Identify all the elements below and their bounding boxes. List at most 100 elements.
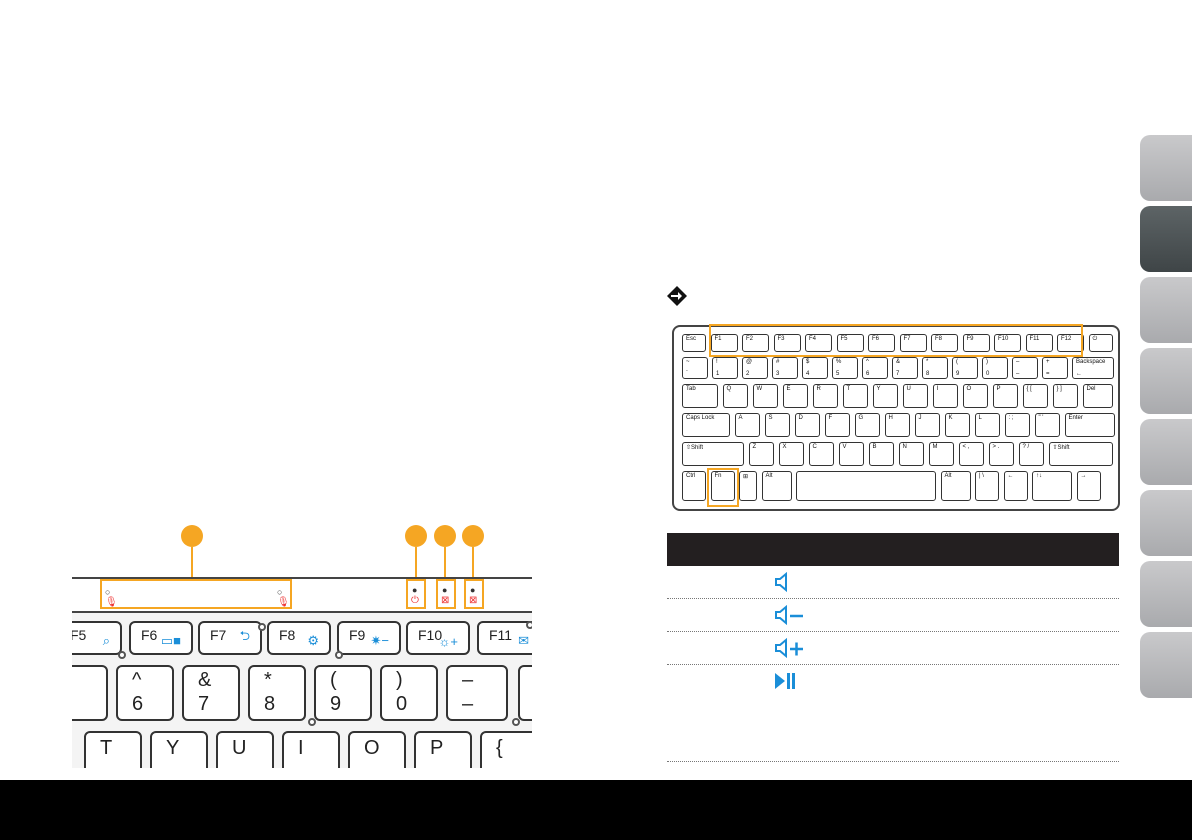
- kb-key-f6: F6: [868, 334, 895, 352]
- kb-key-bottom: ↑↓: [1032, 471, 1072, 501]
- callout-line-4: [472, 547, 474, 579]
- kb-key-f2: F2: [742, 334, 769, 352]
- caps-lock-icon: ⊠: [441, 595, 450, 606]
- kb-key-num: (9: [952, 357, 978, 379]
- side-tab-3[interactable]: [1140, 277, 1192, 343]
- kb-key-letter: L: [974, 413, 1000, 437]
- side-tab-8[interactable]: [1140, 632, 1192, 698]
- side-tab-4[interactable]: [1140, 348, 1192, 414]
- kb-key-f1: F1: [710, 334, 738, 352]
- kb-key-letter: { [: [1022, 384, 1048, 408]
- callout-marker-3: [434, 525, 456, 547]
- closeup-key-f7: F7⮌: [198, 621, 262, 655]
- kb-key-bottom: Fn: [710, 471, 735, 501]
- power-icon: ⏻: [411, 595, 419, 606]
- kb-key-letter: D: [794, 413, 820, 437]
- kb-key-letter: J: [914, 413, 940, 437]
- closeup-key-f5: F5⌕: [72, 621, 122, 655]
- side-tab-7[interactable]: [1140, 561, 1192, 627]
- kb-key-letter: A: [734, 413, 760, 437]
- kb-key-bottom: Alt: [761, 471, 792, 501]
- side-tab-5[interactable]: [1140, 419, 1192, 485]
- kb-key-letter: K: [944, 413, 970, 437]
- brightness-up-icon: ☼+: [438, 634, 458, 649]
- kb-key-letter: S: [764, 413, 790, 437]
- closeup-key-0: )0: [380, 665, 438, 721]
- kb-key-bottom: ←: [1003, 471, 1028, 501]
- closeup-key-9: (9: [314, 665, 372, 721]
- kb-key-letter: T: [842, 384, 868, 408]
- settings-icon: ⚙: [307, 633, 319, 648]
- closeup-key-f10: F10☼+: [406, 621, 470, 655]
- side-tab-2[interactable]: [1140, 206, 1192, 272]
- battery-led: ●: [470, 585, 476, 595]
- side-tab-nav: [1140, 135, 1192, 703]
- closeup-key-minus: ––: [446, 665, 508, 721]
- kb-key-num: )0: [982, 357, 1008, 379]
- closeup-key-t: T: [84, 731, 142, 768]
- kb-key-letter: Del: [1082, 384, 1113, 408]
- windows-switch-icon: ▭■: [160, 633, 181, 648]
- kb-key-num: ~`: [682, 357, 708, 379]
- kb-key-letter: < ,: [958, 442, 984, 466]
- kb-key-letter: E: [782, 384, 808, 408]
- kb-key-f12: F12: [1057, 334, 1084, 352]
- closeup-key-edge: [72, 665, 108, 721]
- volume-down-icon: [775, 605, 803, 625]
- mic-led-left: ○: [105, 587, 111, 597]
- kb-key-letter: " ': [1034, 413, 1060, 437]
- kb-key-letter: O: [962, 384, 988, 408]
- kb-key-num: @2: [742, 357, 768, 379]
- kb-key-esc: Esc: [682, 334, 706, 352]
- microphone-icon: 🎙: [277, 597, 290, 608]
- closeup-key-p: P: [414, 731, 472, 768]
- microphone-icon: 🎙: [105, 597, 118, 608]
- kb-key-letter: X: [778, 442, 804, 466]
- kb-key-num: Backspace←: [1072, 357, 1114, 379]
- kb-key-f7: F7: [899, 334, 927, 352]
- kb-key-letter: C: [808, 442, 834, 466]
- kb-key-num: ^6: [862, 357, 888, 379]
- kb-key-letter: W: [752, 384, 778, 408]
- kb-key-letter: R: [812, 384, 838, 408]
- kb-key-bottom: | \: [975, 471, 999, 501]
- kb-key-letter: Tab: [682, 384, 718, 408]
- kb-key-letter: Q: [722, 384, 748, 408]
- brightness-down-icon: ✷−: [370, 633, 389, 648]
- kb-key-f10: F10: [994, 334, 1021, 352]
- kb-key-letter: } ]: [1052, 384, 1078, 408]
- kb-key-f4: F4: [805, 334, 832, 352]
- closeup-key-o: O: [348, 731, 406, 768]
- kb-key-letter: ⇧Shift: [682, 442, 744, 466]
- kb-key-letter: ⇧Shift: [1048, 442, 1113, 466]
- table-row: [667, 599, 1119, 632]
- display-switch-icon: ⮌: [239, 628, 250, 643]
- kb-key-f9: F9: [962, 334, 990, 352]
- side-tab-1[interactable]: [1140, 135, 1192, 201]
- screw: [526, 621, 532, 629]
- closeup-key-8: *8: [248, 665, 306, 721]
- footer-bar: [0, 780, 1192, 840]
- keyboard-closeup-illustration: ○ 🎙 ○ 🎙 ● ⏻ ● ⊠ ● ⊠ F5⌕ F6▭■ F7⮌ F8⚙ F9✷…: [72, 525, 532, 768]
- kb-key-letter: M: [928, 442, 954, 466]
- closeup-key-y: Y: [150, 731, 208, 768]
- kb-key-letter: P: [992, 384, 1018, 408]
- closeup-key-f11: F11✉: [477, 621, 532, 655]
- kb-key-f5: F5: [836, 334, 864, 352]
- microphone-area-highlight: [100, 579, 292, 609]
- closeup-key-i: I: [282, 731, 340, 768]
- kb-key-f3: F3: [773, 334, 801, 352]
- screw: [308, 718, 316, 726]
- table-row: [667, 632, 1119, 665]
- closeup-key-f8: F8⚙: [267, 621, 331, 655]
- kb-key-space: [796, 471, 936, 501]
- side-tab-6[interactable]: [1140, 490, 1192, 556]
- kb-key-num: &7: [892, 357, 918, 379]
- kb-key-letter: U: [902, 384, 928, 408]
- kb-key-⏻: ⏻: [1088, 334, 1113, 352]
- mail-icon: ✉: [518, 633, 529, 648]
- play-pause-icon: [775, 673, 795, 689]
- kb-key-letter: ? /: [1018, 442, 1044, 466]
- kb-key-letter: Z: [748, 442, 774, 466]
- kb-key-bottom: ⊞: [739, 471, 757, 501]
